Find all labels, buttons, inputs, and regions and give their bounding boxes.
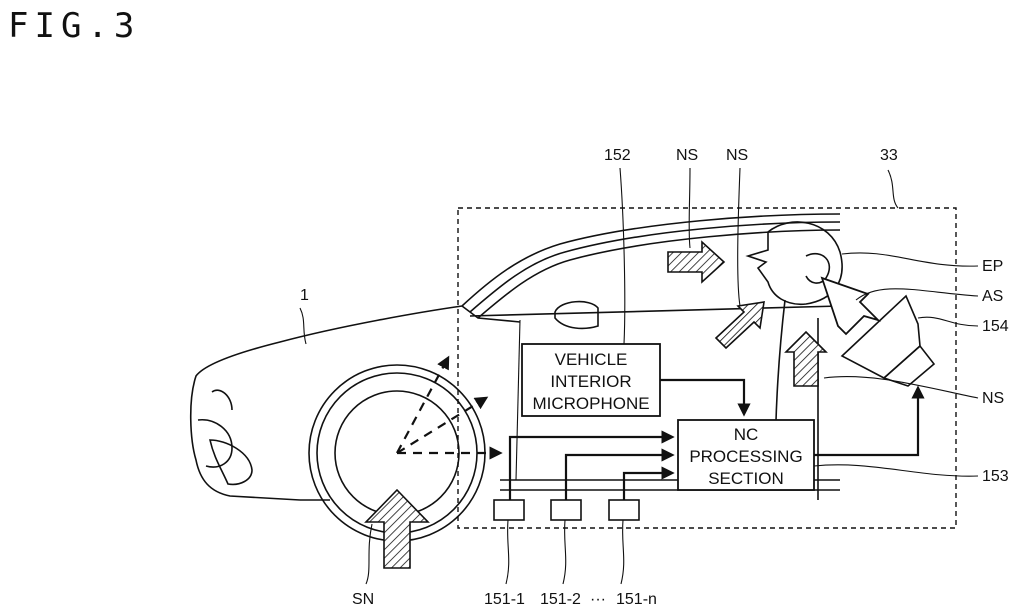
label-mic-ref: 152: [604, 147, 631, 164]
vehicle-interior-microphone-box: VEHICLE INTERIOR MICROPHONE: [522, 344, 660, 416]
label-nc-ref: 153: [982, 468, 1009, 485]
mic-box-line1: VEHICLE: [555, 350, 628, 369]
ns-arrow-top-left: [668, 242, 724, 282]
nc-box-line2: PROCESSING: [689, 447, 802, 466]
label-as: AS: [982, 288, 1003, 305]
ns-arrow-right: [786, 332, 826, 386]
label-ns-top-left: NS: [676, 147, 698, 164]
mic-box-line3: MICROPHONE: [532, 394, 649, 413]
label-ns-right: NS: [982, 390, 1004, 407]
label-system-ref: 33: [880, 147, 898, 164]
sn-noise-arrow: [366, 490, 428, 568]
label-sensor-2: 151-2: [540, 591, 581, 608]
sensor-151-2: [551, 500, 581, 520]
nc-processing-section-box: NC PROCESSING SECTION: [678, 420, 814, 490]
label-speaker-ref: 154: [982, 318, 1009, 335]
sensor-151-n: [609, 500, 639, 520]
mic-box-line2: INTERIOR: [550, 372, 631, 391]
sensor-151-1: [494, 500, 524, 520]
nc-box-line3: SECTION: [708, 469, 784, 488]
label-sn: SN: [352, 591, 374, 608]
label-dots: ···: [590, 591, 606, 608]
label-sensor-1: 151-1: [484, 591, 525, 608]
label-ns-top-right: NS: [726, 147, 748, 164]
label-sensor-n: 151-n: [616, 591, 657, 608]
as-anti-sound-arrow: [822, 278, 878, 334]
label-vehicle-ref: 1: [300, 287, 309, 304]
nc-box-line1: NC: [734, 425, 759, 444]
sensors: [494, 500, 639, 584]
label-ep: EP: [982, 258, 1003, 275]
